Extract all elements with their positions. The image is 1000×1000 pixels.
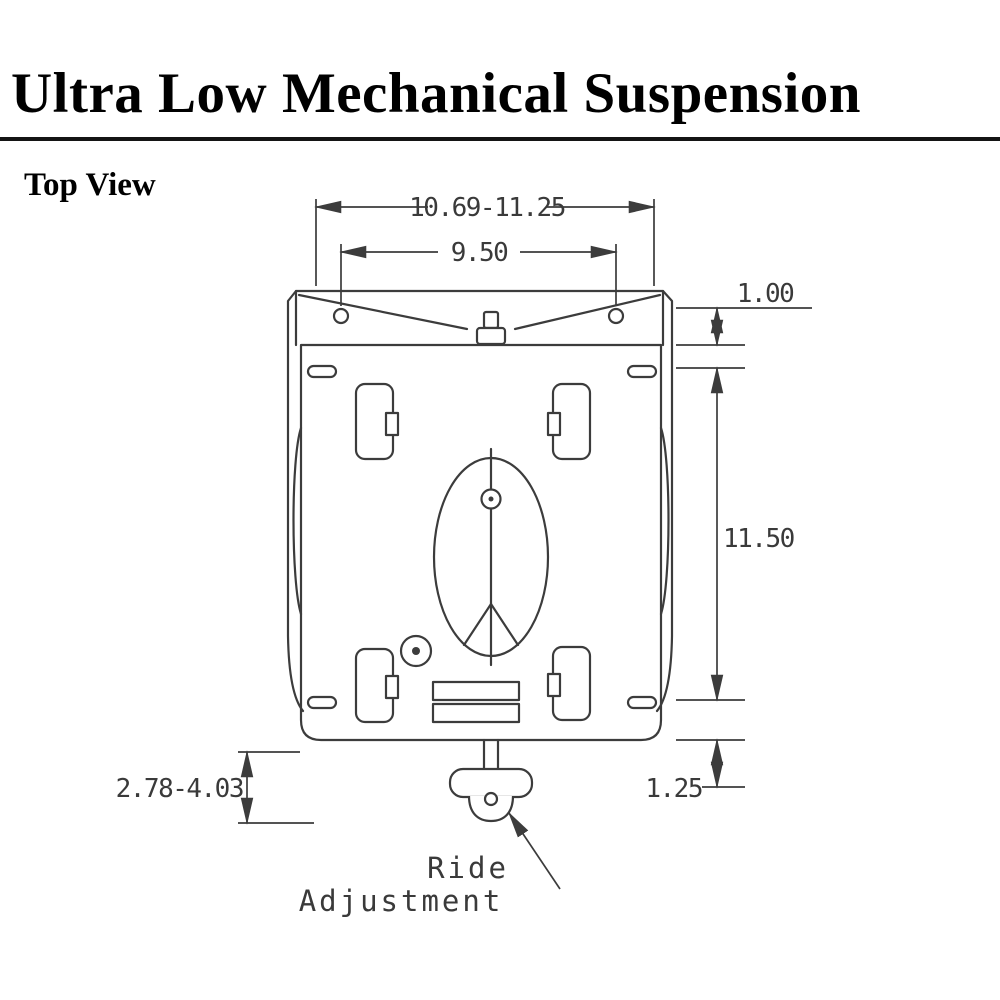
slot-top-right xyxy=(626,364,658,379)
mount-hole-right xyxy=(607,307,625,325)
center-bolt-icon xyxy=(482,310,500,330)
slot-bottom-right xyxy=(626,695,658,710)
page-title: Ultra Low Mechanical Suspension xyxy=(11,62,861,125)
dim-top-flange: 1.00 xyxy=(676,279,812,347)
dim-text-top-flange: 1.00 xyxy=(737,279,794,309)
dim-bottom-flange: 1.25 xyxy=(645,738,745,804)
side-rails xyxy=(286,289,674,713)
adjuster-block xyxy=(431,680,521,724)
pivot xyxy=(399,634,433,668)
dim-text-bottom-flange: 1.25 xyxy=(645,774,702,804)
spring-assembly xyxy=(432,447,550,667)
ride-adjustment-knob xyxy=(448,738,534,823)
dim-ride-height-range: 2.78-4.03 xyxy=(116,750,314,825)
view-label: Top View xyxy=(24,167,156,203)
dim-frame-length: 11.50 xyxy=(676,366,795,702)
slot-top-left xyxy=(306,364,338,379)
dim-mount-width-range: 10.69-11.25 xyxy=(314,193,656,286)
dim-text-frame-length: 11.50 xyxy=(723,524,794,554)
slot-bottom-left xyxy=(306,695,338,710)
dim-text-ride-height-range: 2.78-4.03 xyxy=(116,774,243,804)
callout-ride: Ride xyxy=(427,851,509,885)
title-underline xyxy=(0,137,1000,141)
callout-adjustment: Adjustment xyxy=(299,884,504,918)
base-plate xyxy=(299,343,663,742)
dim-text-hole-spacing: 9.50 xyxy=(451,238,508,268)
top-mount-bracket xyxy=(294,289,665,347)
ride-adjustment-callout: Ride Adjustment xyxy=(299,811,561,918)
dim-text-mount-width: 10.69-11.25 xyxy=(409,193,565,223)
mount-hole-left xyxy=(332,307,350,325)
dim-hole-spacing: 9.50 xyxy=(339,238,618,306)
roller-isolators xyxy=(354,382,592,724)
